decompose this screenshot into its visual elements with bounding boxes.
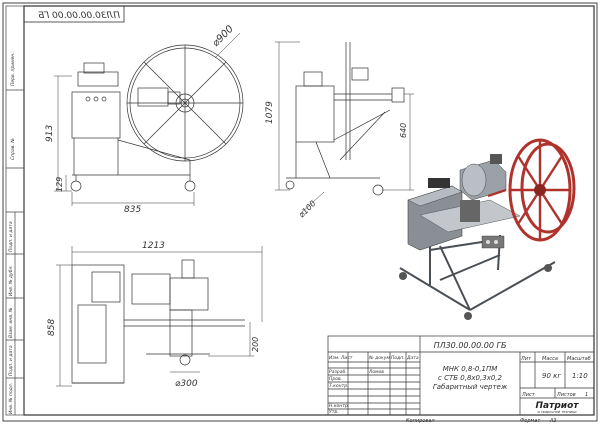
dim-height-side-inner: 640 bbox=[399, 123, 408, 138]
dim-caster-diameter: ⌀100 bbox=[297, 199, 318, 220]
sheets-count: 1 bbox=[585, 392, 588, 398]
strip-label-0: Перв. примен. bbox=[10, 52, 16, 86]
side-view bbox=[285, 42, 405, 196]
logo: Патриот bbox=[536, 401, 580, 411]
tb-row-2: Пров. bbox=[329, 376, 342, 382]
sheets-label: Листов bbox=[556, 392, 576, 398]
title-block bbox=[327, 335, 595, 416]
tb-row-6: Утв. bbox=[329, 409, 338, 415]
scale-value: 1:10 bbox=[572, 372, 588, 380]
dim-table-top: 200 bbox=[251, 337, 260, 352]
left-strip bbox=[5, 5, 25, 416]
strip-label-4: Взам. инв. № bbox=[8, 307, 14, 338]
iso-view bbox=[399, 138, 576, 320]
designation: ПЛ30.00.00.00 ГБ bbox=[434, 341, 507, 350]
strip-label-5: Подп. и дата bbox=[8, 345, 14, 376]
strip-label-6: Инв. № подл. bbox=[8, 383, 14, 414]
tb-row-1: Разраб. bbox=[329, 369, 347, 375]
dim-width-front: 835 bbox=[124, 205, 141, 215]
col-scale: Масштаб bbox=[567, 356, 591, 362]
tb-col-date: Дата bbox=[406, 355, 419, 361]
logo-sub: и сварочной техники bbox=[538, 410, 578, 414]
dim-height-side: 1079 bbox=[265, 101, 275, 124]
tb-row-5: Н.контр. bbox=[329, 403, 349, 409]
top-stamp-text: ПЛ30.00.00.00 ГБ bbox=[38, 11, 120, 21]
top-stamp bbox=[23, 5, 125, 23]
strip-label-1: Справ. № bbox=[10, 138, 16, 160]
sheet-label: Лист bbox=[521, 392, 536, 398]
col-lit: Лит bbox=[520, 356, 532, 362]
dim-wheel-diameter: ⌀900 bbox=[210, 24, 236, 50]
dim-spool-top: ⌀300 bbox=[175, 379, 198, 389]
dim-depth-top: 858 bbox=[47, 319, 57, 336]
title-line-1: МНК 0,8-0,1ПМ bbox=[443, 365, 498, 373]
tb-col-sign: Подп. bbox=[391, 355, 405, 361]
dim-width-top: 1213 bbox=[142, 241, 165, 251]
format-label: Формат bbox=[520, 418, 541, 424]
top-dimensions bbox=[56, 246, 263, 387]
mass-value: 90 кг bbox=[542, 372, 561, 380]
side-dimensions bbox=[275, 41, 414, 215]
developer-sign: Ломов bbox=[368, 369, 384, 375]
strip-label-3: Инв. № дубл. bbox=[8, 265, 14, 296]
title-line-2: с СТБ 0,8х0,3х0,2 bbox=[438, 374, 502, 382]
dim-bottom-height: 129 bbox=[55, 177, 64, 192]
tb-col-doc: № докум. bbox=[368, 355, 391, 361]
tb-row-0: Изм. Лист bbox=[329, 355, 353, 361]
copied-label: Копировал bbox=[406, 418, 435, 424]
front-view bbox=[70, 44, 244, 192]
format-value: A3 bbox=[549, 418, 557, 424]
tb-row-3: Т.контр. bbox=[329, 383, 349, 389]
top-view bbox=[71, 259, 245, 384]
title-line-3: Габаритный чертеж bbox=[433, 383, 508, 391]
strip-label-2: Подп. и дата bbox=[8, 221, 14, 252]
dim-height-front: 913 bbox=[45, 125, 55, 142]
col-mass: Масса bbox=[542, 356, 558, 362]
front-dimensions bbox=[54, 32, 241, 206]
